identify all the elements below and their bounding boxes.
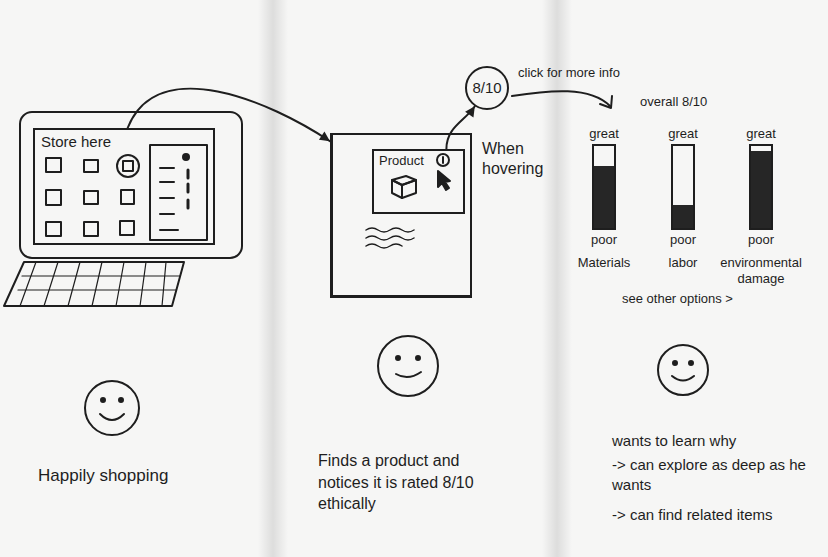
product-thumb xyxy=(123,161,133,171)
panel-caption: -> can find related items xyxy=(612,505,822,525)
smiley-face xyxy=(85,381,139,435)
category-name: environmental damage xyxy=(718,255,804,288)
category-name: labor xyxy=(669,255,698,271)
scale-bottom: poor xyxy=(748,232,774,248)
screen-title: Store here xyxy=(35,130,117,155)
rating-value: 8/10 xyxy=(472,79,501,98)
rating-bar-fill xyxy=(751,151,771,228)
rating-bar xyxy=(592,144,616,230)
product-thumb xyxy=(84,191,98,204)
keyboard-keys xyxy=(18,262,180,306)
scale-top: great xyxy=(668,126,698,142)
smiley-face xyxy=(378,336,438,396)
sidebar-marks xyxy=(187,170,190,208)
cursor-icon xyxy=(438,171,450,190)
product-page: When hoveringProduct xyxy=(330,133,472,298)
product-thumb xyxy=(84,160,98,172)
laptop-screen: Store here xyxy=(33,128,215,245)
hover-note: When hovering xyxy=(482,139,546,179)
cube-side xyxy=(392,180,402,198)
rating-bar-group: great poor environmental damage xyxy=(718,126,804,287)
product-thumb xyxy=(46,222,61,236)
paper-fold xyxy=(542,0,572,557)
panel-caption: Finds a product and notices it is rated … xyxy=(318,450,486,515)
rating-bar-fill xyxy=(594,166,614,228)
product-card: Product xyxy=(372,149,465,214)
scale-top: great xyxy=(589,126,619,142)
selected-item-circle xyxy=(117,155,139,177)
laptop-keyboard xyxy=(4,262,184,306)
card-title: Product xyxy=(374,151,429,171)
category-name: Materials xyxy=(578,255,631,271)
panel-caption: wants to learn why xyxy=(612,431,812,451)
callout-note: click for more info xyxy=(518,64,658,82)
overall-score: overall 8/10 xyxy=(640,93,760,111)
store-sidebar xyxy=(150,145,207,240)
rating-circle: 8/10 xyxy=(465,66,509,110)
connector-arrow xyxy=(128,89,330,142)
product-thumb xyxy=(121,190,134,204)
more-info-arrow xyxy=(512,91,610,106)
rating-bar-fill xyxy=(673,205,693,228)
rating-bar xyxy=(749,144,773,230)
arrow-head xyxy=(600,96,612,108)
info-icon-mark xyxy=(442,157,444,163)
info-icon xyxy=(437,154,449,166)
product-thumb xyxy=(84,222,98,236)
sidebar-icon xyxy=(183,154,189,160)
panel-caption: Happily shopping xyxy=(38,465,238,488)
rating-bar-group: great poor labor xyxy=(648,126,718,271)
product-thumb xyxy=(46,158,61,172)
product-thumb xyxy=(46,190,61,205)
rating-bar xyxy=(671,144,695,230)
link-text: see other options > xyxy=(622,290,792,308)
scale-top: great xyxy=(746,126,776,142)
scale-bottom: poor xyxy=(591,232,617,248)
paper-fold xyxy=(258,0,288,557)
rating-bar-group: great poorMaterials xyxy=(565,126,643,271)
laptop-lid xyxy=(20,112,242,258)
arrow-head xyxy=(319,132,330,142)
arrow-head xyxy=(465,106,475,117)
panel-caption: -> can explore as deep as he wants xyxy=(612,455,812,496)
cube-front xyxy=(402,180,416,198)
smiley-face xyxy=(658,345,708,395)
scale-bottom: poor xyxy=(670,232,696,248)
product-thumb xyxy=(120,221,134,235)
description-lines xyxy=(366,228,414,248)
sidebar-lines xyxy=(160,168,178,230)
